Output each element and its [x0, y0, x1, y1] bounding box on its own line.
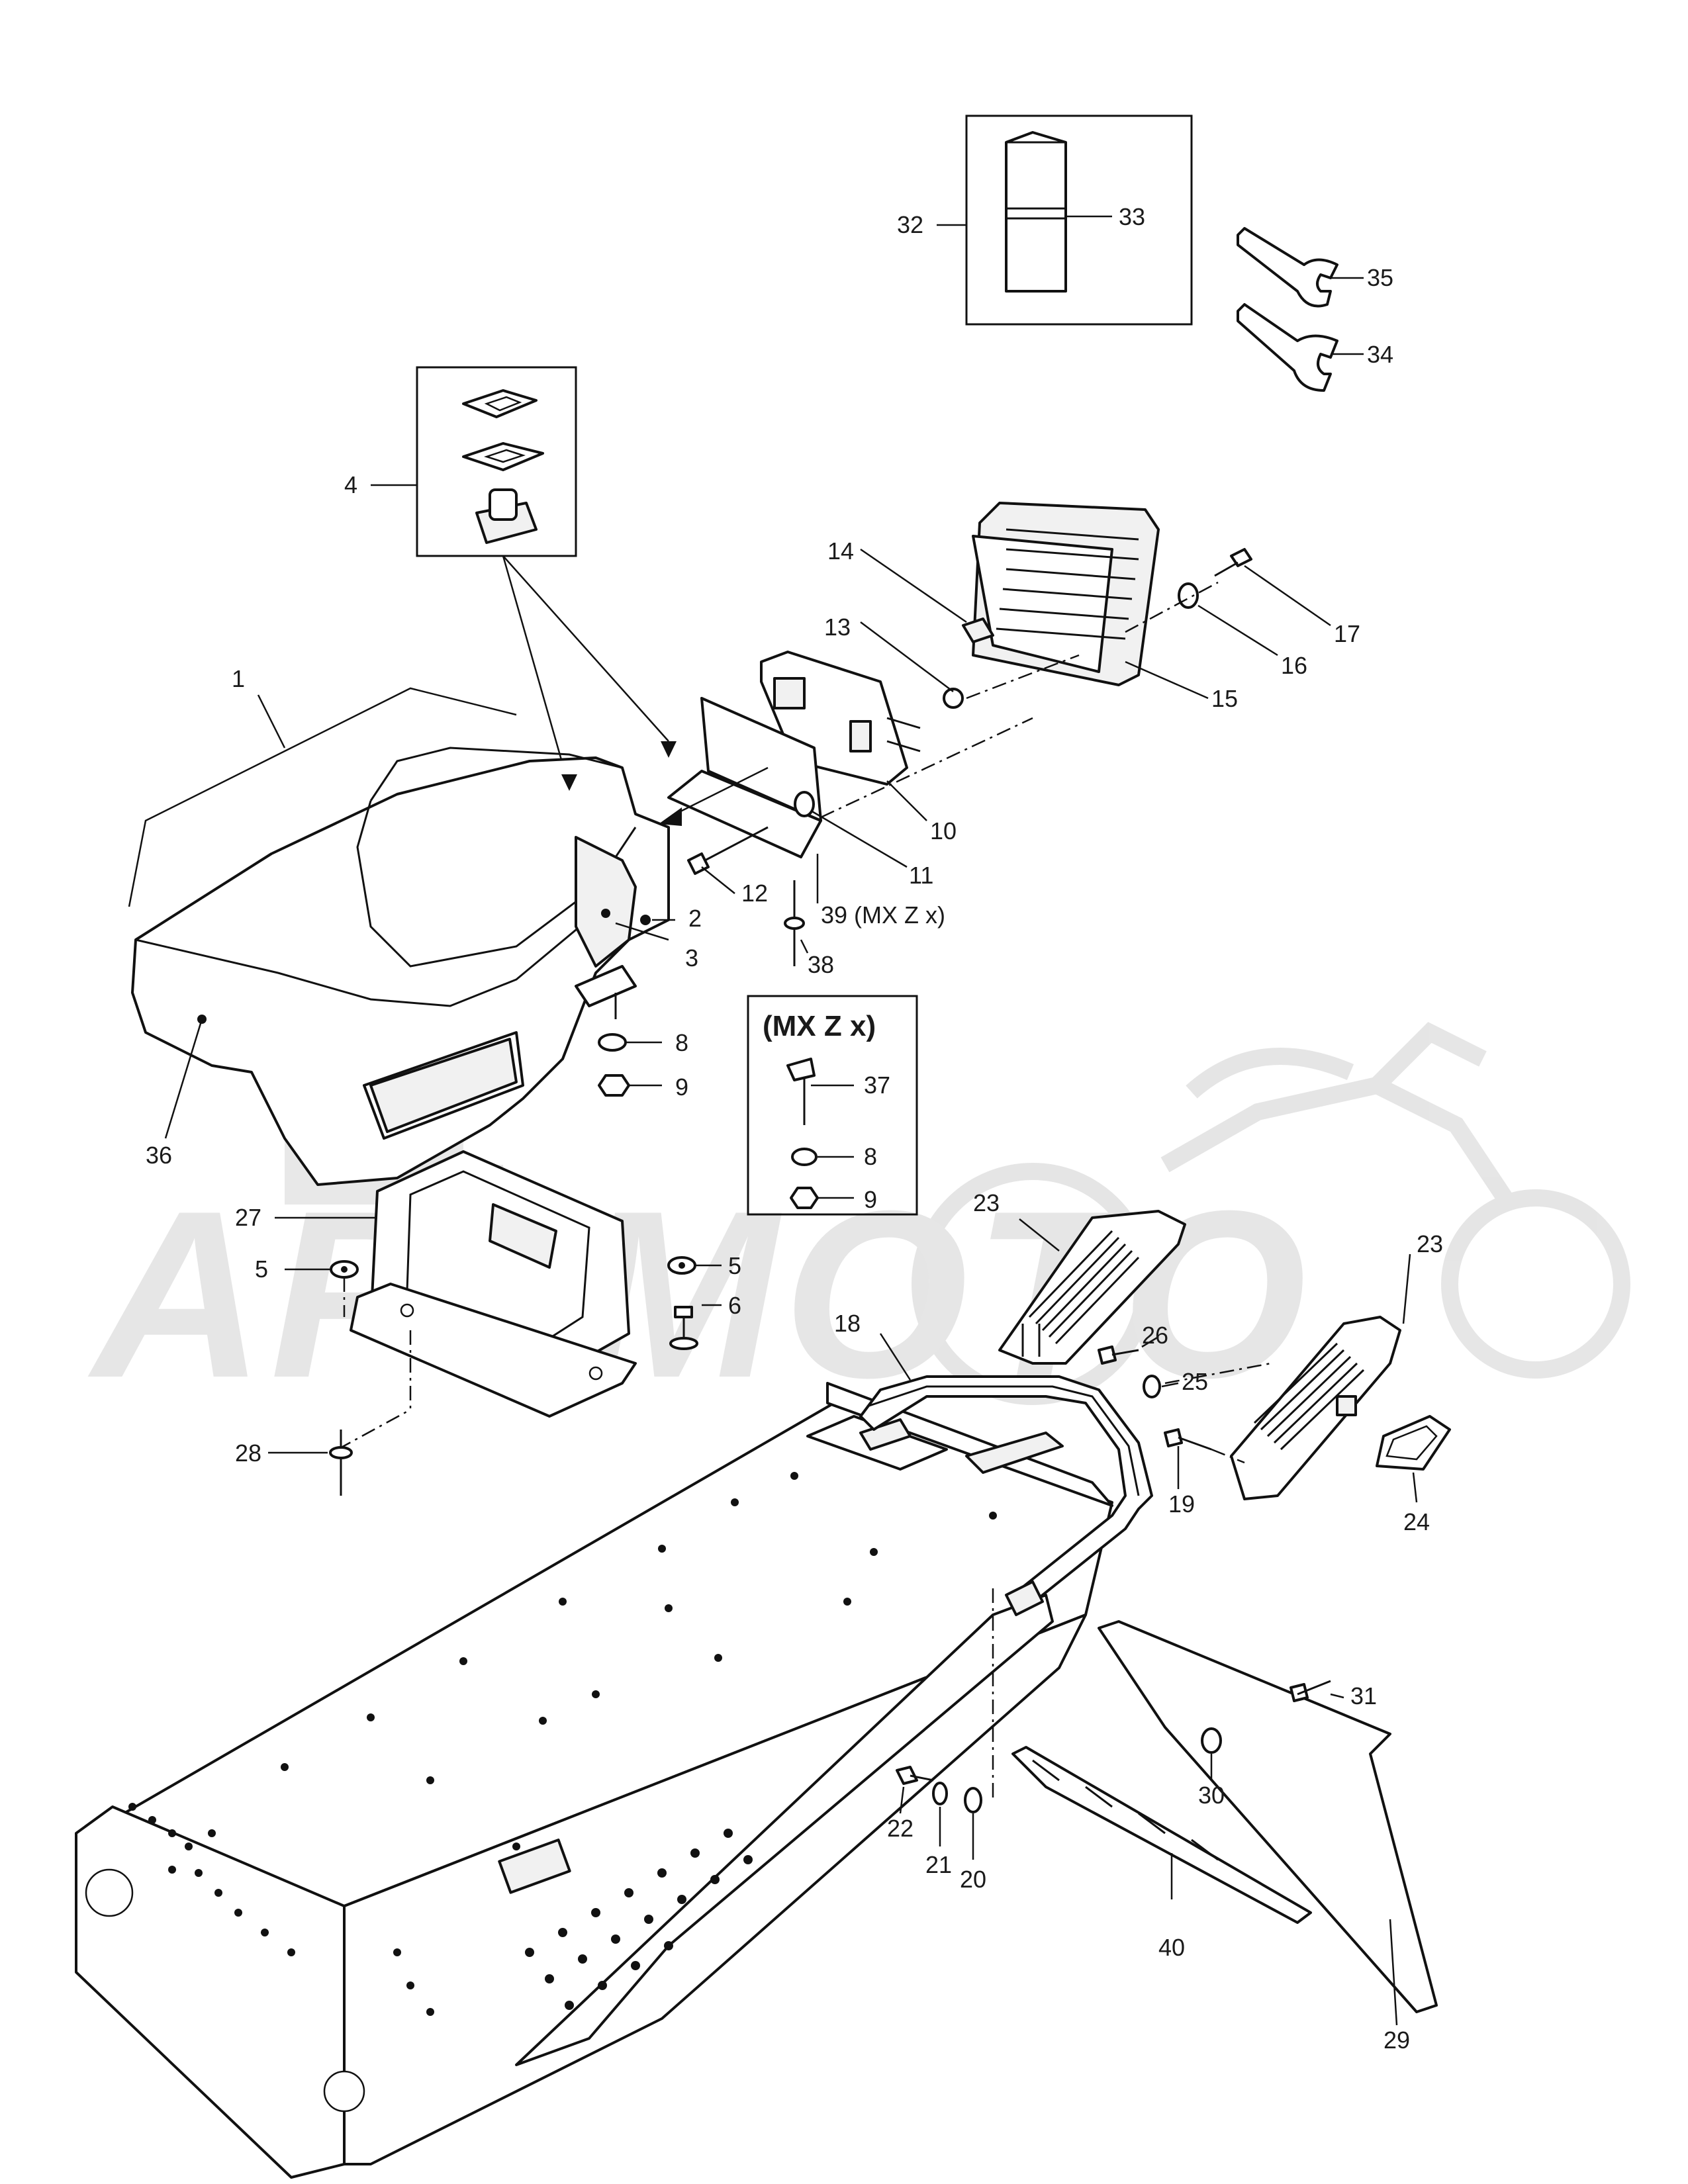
- callout-40: 40: [1158, 1934, 1185, 1961]
- callout-2: 2: [688, 905, 702, 932]
- callout-36: 36: [146, 1142, 172, 1169]
- callout-15: 15: [1211, 685, 1238, 712]
- callout-5a: 5: [255, 1255, 268, 1283]
- callout-5b: 5: [728, 1252, 741, 1279]
- callout-23b: 23: [1417, 1230, 1443, 1257]
- callout-32: 32: [897, 211, 923, 238]
- callout-22: 22: [887, 1815, 914, 1842]
- callout-39: 39 (MX Z x): [821, 901, 945, 929]
- callout-10: 10: [930, 817, 957, 844]
- rear-bumper: [859, 1333, 1153, 1616]
- callout-labels: 1 2 3 4 5 5 6 8 8 9 9 10 11 12 13 14 15 …: [146, 203, 1443, 2054]
- rear-ornament-right: [1230, 1253, 1451, 1503]
- ornament-hardware: [1098, 1336, 1272, 1489]
- callout-30: 30: [1198, 1782, 1225, 1809]
- callout-8a: 8: [675, 1029, 688, 1056]
- callout-19: 19: [1168, 1490, 1195, 1518]
- callout-14: 14: [827, 537, 854, 565]
- spanner-wrench-34: [1237, 303, 1364, 392]
- callout-6: 6: [728, 1292, 741, 1319]
- callout-12: 12: [741, 880, 768, 907]
- cover-kit-box: [937, 114, 1193, 326]
- callout-3: 3: [685, 944, 698, 972]
- mount-kit-box: [371, 366, 669, 788]
- callout-34: 34: [1367, 341, 1393, 368]
- callout-31: 31: [1350, 1682, 1377, 1709]
- callout-27: 27: [235, 1204, 261, 1231]
- callout-leaders: [701, 548, 1331, 954]
- rear-ornament-left: [998, 1210, 1186, 1365]
- callout-37: 37: [864, 1071, 890, 1099]
- box-hardware: [268, 1256, 722, 1496]
- callout-23a: 23: [973, 1189, 1000, 1216]
- callout-26: 26: [1142, 1322, 1168, 1349]
- inset-title: (MX Z x): [763, 1010, 876, 1042]
- callout-13: 13: [824, 614, 851, 641]
- callout-16: 16: [1281, 652, 1307, 679]
- callout-25: 25: [1182, 1368, 1208, 1395]
- callout-24: 24: [1403, 1508, 1430, 1535]
- assembly-arrows: [561, 741, 769, 826]
- callout-18: 18: [834, 1310, 861, 1337]
- callout-9b: 9: [864, 1186, 877, 1213]
- callout-38: 38: [808, 951, 834, 978]
- seat-assembly: [128, 687, 670, 1186]
- callout-11: 11: [909, 862, 933, 889]
- callout-33: 33: [1119, 203, 1145, 230]
- tunnel-hardware: [896, 1766, 982, 1860]
- callout-8b: 8: [864, 1143, 877, 1170]
- spanner-wrench-35: [1237, 227, 1364, 308]
- callout-20: 20: [960, 1866, 986, 1893]
- storage-box: [275, 1150, 637, 1451]
- seat-hardware: [575, 919, 675, 1097]
- mxzx-inset: (MX Z x): [747, 995, 918, 1216]
- callout-35: 35: [1367, 264, 1393, 291]
- taillight-assembly: [667, 502, 1252, 966]
- callout-29: 29: [1383, 2026, 1410, 2054]
- callout-1: 1: [232, 665, 245, 692]
- snow-flap: [992, 1588, 1438, 2026]
- callout-4: 4: [344, 471, 357, 498]
- callout-21: 21: [925, 1851, 952, 1878]
- callout-28: 28: [235, 1439, 261, 1467]
- tunnel-chassis: [75, 1382, 1113, 2179]
- callout-17: 17: [1334, 620, 1360, 647]
- callout-9a: 9: [675, 1073, 688, 1101]
